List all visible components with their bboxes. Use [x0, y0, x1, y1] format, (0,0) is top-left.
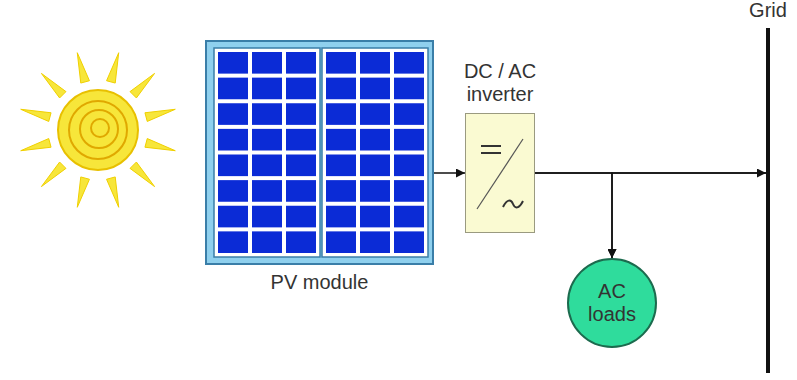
- node-label: AC loads: [580, 280, 644, 326]
- sun-ray: [77, 177, 89, 207]
- dc-ac-symbol: [465, 113, 535, 233]
- node-label: DC / AC inverter: [445, 60, 555, 106]
- sun-ray: [21, 109, 51, 121]
- pv-module: PV module: [205, 40, 434, 265]
- sun-ray: [145, 109, 175, 121]
- sun-ray: [21, 139, 51, 151]
- sun-ray: [130, 73, 155, 98]
- sun-ring: [80, 110, 118, 148]
- inverter-box: DC / AC inverter: [465, 113, 535, 233]
- power-flow-line: [535, 173, 612, 258]
- node-label: Grid: [749, 0, 787, 22]
- node-label: PV module: [271, 271, 369, 294]
- sun-ray: [107, 177, 119, 207]
- sun-ray: [145, 139, 175, 151]
- sun-ray: [107, 53, 119, 83]
- sun-disc: [58, 90, 138, 170]
- sun-ring: [91, 119, 109, 137]
- sun-ray: [41, 162, 66, 187]
- sun-rays: [21, 53, 176, 208]
- power-flow-line: [434, 172, 465, 174]
- power-flow-line: [612, 173, 766, 258]
- sun-ray: [41, 73, 66, 98]
- grid-bus: Grid: [766, 28, 770, 373]
- sun-ray: [130, 162, 155, 187]
- load-circle: AC loads: [567, 258, 657, 348]
- pv-panel-outline: [205, 40, 434, 265]
- sun-ray: [77, 53, 89, 83]
- sun-ring: [69, 101, 127, 159]
